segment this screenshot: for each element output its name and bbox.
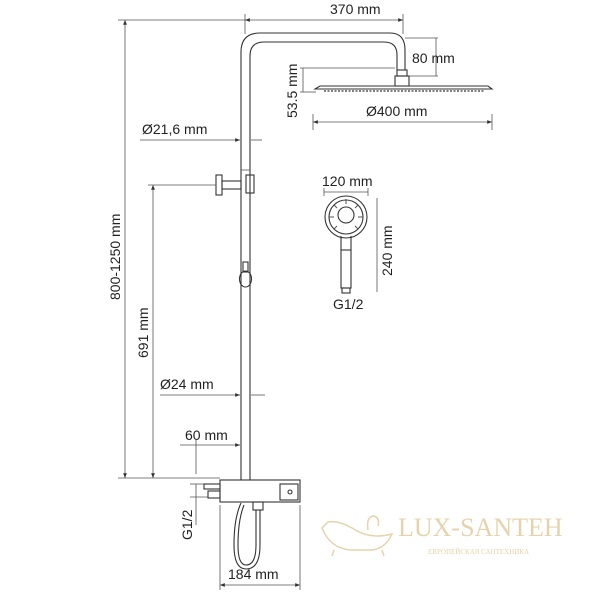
dim-hand-shower-diameter: 120 mm [322, 173, 373, 189]
dim-inlet-thread: G1/2 [179, 509, 195, 540]
dim-mixer-height: 691 mm [135, 307, 151, 358]
hand-shower-slider [238, 261, 253, 288]
lux-santeh-logo: LUX-SANTEH ЕВРОПЕЙСКАЯ САНТЕХНИКА [321, 513, 563, 557]
dim-pipe-offset: 60 mm [185, 427, 228, 443]
dim-arm-drop: 80 mm [412, 50, 455, 66]
thermostat-mixer [203, 479, 301, 570]
dim-hand-shower-thread: G1/2 [333, 296, 364, 312]
dimension-lines [118, 14, 493, 590]
hand-shower [324, 195, 368, 294]
overhead-shower-head [313, 69, 494, 92]
logo-brand: LUX-SANTEH [398, 513, 563, 542]
riser-pipe [240, 32, 406, 480]
dim-pipe-upper-diameter: Ø21,6 mm [142, 121, 207, 137]
dim-total-height: 800-1250 mm [107, 214, 123, 300]
dim-hand-shower-length: 240 mm [379, 225, 395, 276]
dim-pipe-lower-diameter: Ø24 mm [160, 376, 214, 392]
dim-head-height: 53.5 mm [284, 64, 300, 118]
dim-head-diameter: Ø400 mm [366, 103, 427, 119]
diverter-handle [215, 174, 255, 196]
logo-tagline: ЕВРОПЕЙСКАЯ САНТЕХНИКА [428, 548, 529, 556]
dim-arm-length: 370 mm [330, 1, 381, 17]
dim-mixer-width: 184 mm [228, 566, 279, 582]
